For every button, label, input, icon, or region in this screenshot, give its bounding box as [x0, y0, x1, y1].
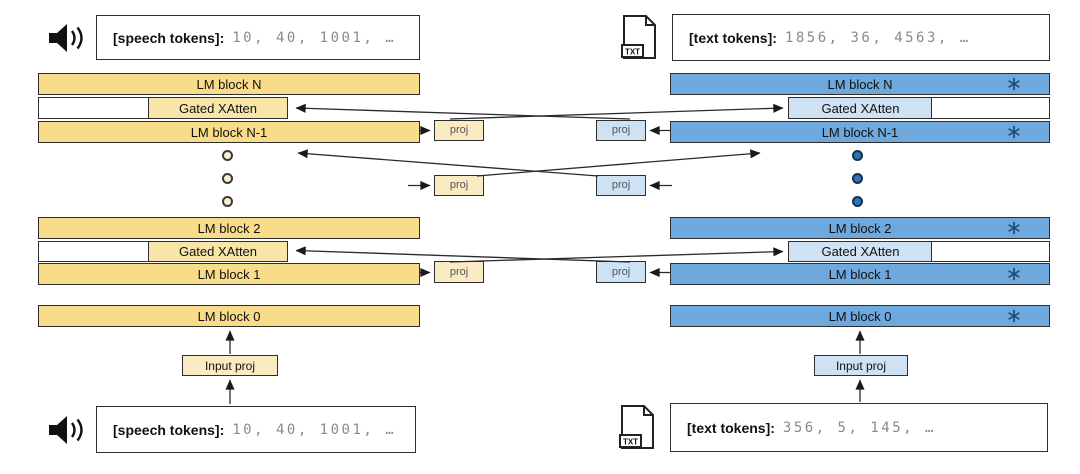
proj-text-mid: proj	[596, 175, 646, 196]
lm-block-0-text: LM block 0	[670, 305, 1050, 327]
ellipsis-dot	[852, 173, 863, 184]
text-tokens-top-box: [text tokens]: 1856, 36, 4563, …	[672, 14, 1050, 61]
ellipsis-dot	[852, 150, 863, 161]
text-tokens-top-label: [text tokens]:	[689, 29, 777, 46]
proj-speech-top: proj	[434, 120, 484, 141]
gated-xatten-text-mid: Gated XAtten	[788, 241, 933, 262]
xatten-backplate-text-top	[931, 97, 1050, 119]
lm-block-n1-text-label: LM block N-1	[821, 124, 899, 140]
snowflake-icon	[1007, 77, 1021, 91]
lm-block-1-speech-label: LM block 1	[197, 266, 261, 282]
lm-block-2-speech: LM block 2	[38, 217, 420, 239]
lm-block-1-text-label: LM block 1	[828, 266, 892, 282]
gated-xatten-speech-mid: Gated XAtten	[148, 241, 288, 262]
lm-block-1-speech: LM block 1	[38, 263, 420, 285]
lm-block-0-speech: LM block 0	[38, 305, 420, 327]
lm-block-0-speech-label: LM block 0	[197, 308, 261, 324]
proj-text-mid-label: proj	[611, 179, 631, 191]
proj-text-bottom: proj	[596, 261, 646, 283]
proj-speech-bottom-label: proj	[449, 265, 469, 278]
gated-xatten-text-mid-label: Gated XAtten	[821, 244, 900, 259]
proj-text-top: proj	[596, 120, 646, 141]
gated-xatten-speech-mid-label: Gated XAtten	[178, 244, 258, 259]
ellipsis-dot	[222, 196, 233, 207]
text-tokens-bottom-box: [text tokens]: 356, 5, 145, …	[670, 403, 1048, 452]
input-proj-speech-label: Input proj	[204, 358, 256, 373]
gated-xatten-speech-top-label: Gated XAtten	[178, 100, 258, 116]
lm-block-2-speech-label: LM block 2	[197, 220, 261, 236]
xatten-backplate-speech-top	[38, 97, 150, 119]
speech-tokens-bottom-box: [speech tokens]: 10, 40, 1001, …	[96, 406, 416, 453]
txt-badge-label: TXT	[623, 438, 638, 447]
lm-block-2-text-label: LM block 2	[828, 220, 892, 236]
proj-speech-mid: proj	[434, 175, 484, 196]
txt-file-icon: TXT	[619, 404, 655, 450]
speech-tokens-top-label: [speech tokens]:	[113, 29, 225, 46]
proj-text-bottom-label: proj	[611, 265, 631, 278]
lm-block-n1-speech: LM block N-1	[38, 121, 420, 143]
snowflake-icon	[1007, 125, 1021, 139]
speech-tokens-top-values: 10, 40, 1001, …	[232, 29, 397, 46]
proj-text-top-label: proj	[611, 124, 631, 136]
lm-block-n-speech: LM block N	[38, 73, 420, 95]
xatten-backplate-speech-mid	[38, 241, 150, 262]
ellipsis-dot	[222, 150, 233, 161]
snowflake-icon	[1007, 221, 1021, 235]
lm-block-n1-speech-label: LM block N-1	[190, 124, 268, 140]
text-tokens-bottom-label: [text tokens]:	[687, 419, 775, 436]
speech-tokens-bottom-values: 10, 40, 1001, …	[232, 421, 397, 438]
lm-block-0-text-label: LM block 0	[828, 308, 892, 324]
lm-block-n-text: LM block N	[670, 73, 1050, 95]
proj-speech-bottom: proj	[434, 261, 484, 283]
ellipsis-dot	[852, 196, 863, 207]
gated-xatten-speech-top: Gated XAtten	[148, 97, 288, 119]
proj-speech-mid-label: proj	[449, 179, 469, 191]
ellipsis-dot	[222, 173, 233, 184]
speech-tokens-top-box: [speech tokens]: 10, 40, 1001, …	[96, 15, 420, 60]
snowflake-icon	[1007, 267, 1021, 281]
lm-block-2-text: LM block 2	[670, 217, 1050, 239]
lm-block-1-text: LM block 1	[670, 263, 1050, 285]
text-tokens-top-values: 1856, 36, 4563, …	[784, 29, 971, 46]
speech-tokens-bottom-label: [speech tokens]:	[113, 421, 225, 438]
input-proj-text-label: Input proj	[835, 358, 887, 373]
input-proj-text: Input proj	[814, 355, 908, 376]
speaker-icon	[46, 413, 90, 447]
gated-xatten-text-top: Gated XAtten	[788, 97, 933, 119]
txt-badge-label: TXT	[625, 48, 640, 57]
proj-speech-top-label: proj	[449, 124, 469, 136]
input-proj-speech: Input proj	[182, 355, 278, 376]
text-tokens-bottom-values: 356, 5, 145, …	[782, 419, 936, 436]
snowflake-icon	[1007, 309, 1021, 323]
lm-block-n-text-label: LM block N	[827, 76, 893, 92]
lm-block-n1-text: LM block N-1	[670, 121, 1050, 143]
lm-block-n-speech-label: LM block N	[196, 76, 262, 92]
gated-xatten-text-top-label: Gated XAtten	[821, 100, 900, 116]
txt-file-icon: TXT	[621, 14, 657, 60]
xatten-backplate-text-mid	[931, 241, 1050, 262]
speaker-icon	[46, 21, 90, 55]
